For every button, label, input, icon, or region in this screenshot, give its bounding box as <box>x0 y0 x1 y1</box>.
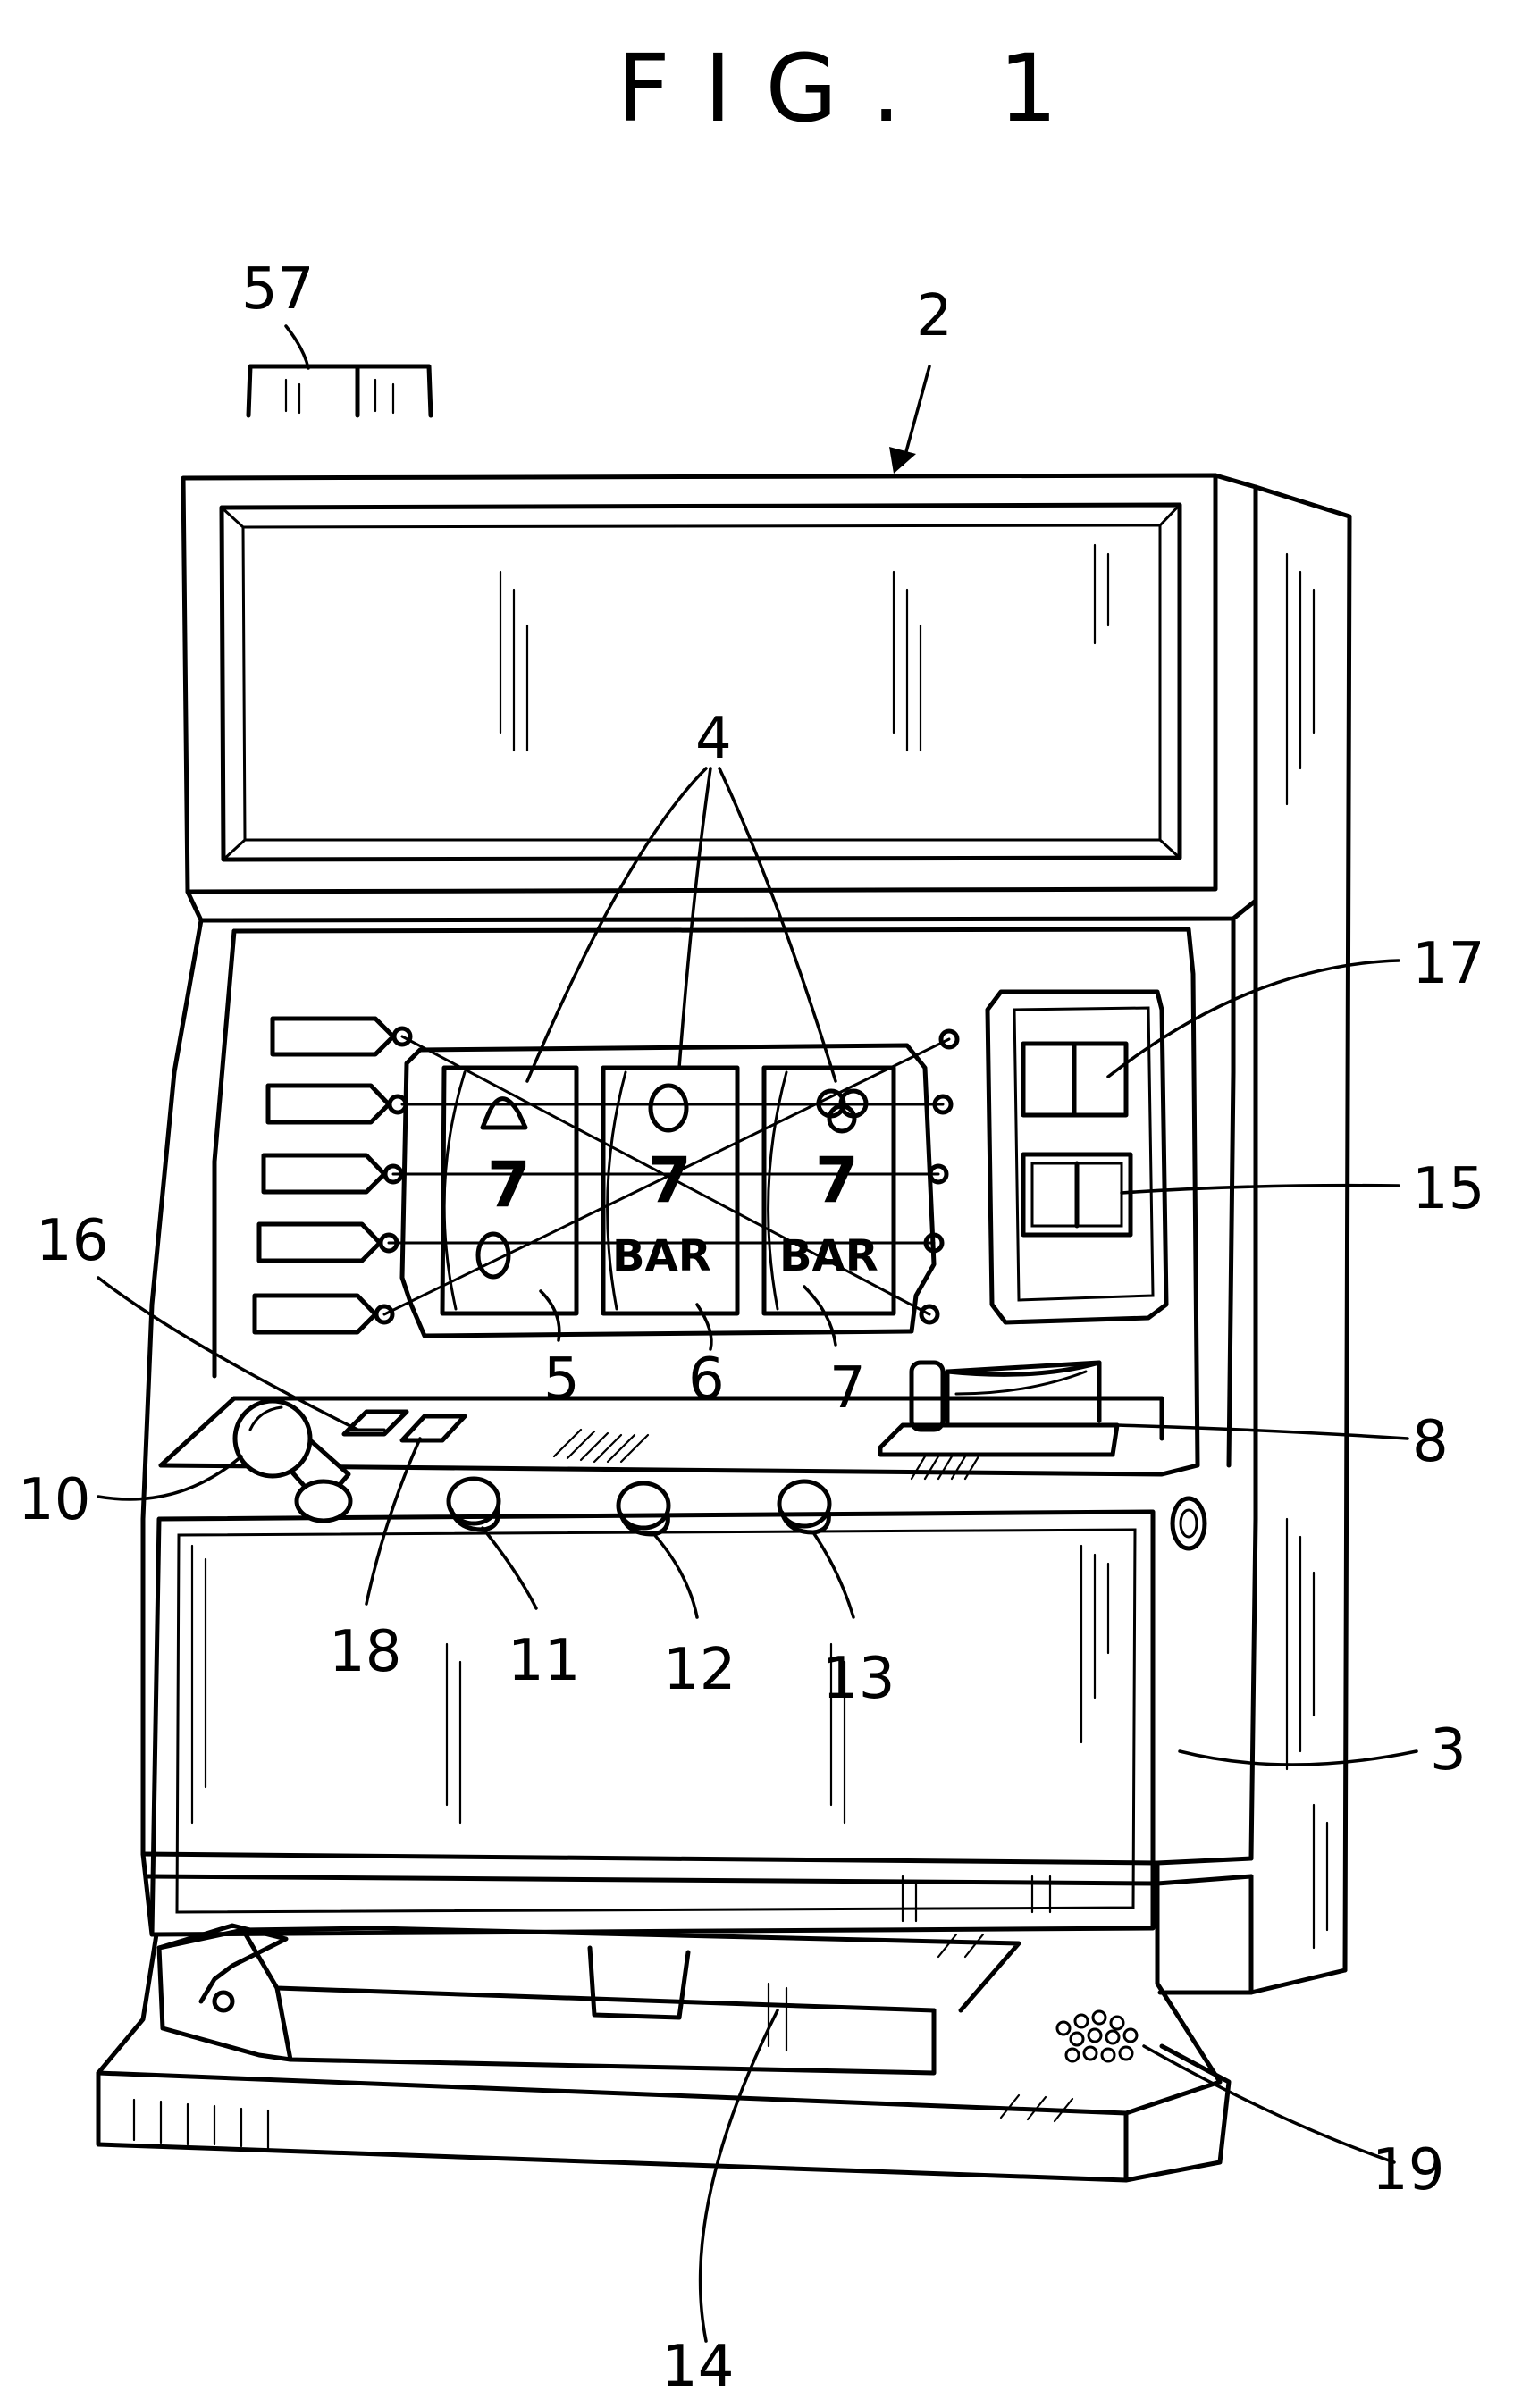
figure-title: FIG. 1 <box>617 34 1091 143</box>
top-box <box>248 366 431 415</box>
stop-button-3[interactable] <box>779 1481 829 1532</box>
reel-right-symbol-2: BAR <box>779 1231 878 1281</box>
coin-slot[interactable] <box>880 1363 1117 1455</box>
label-7: 7 <box>829 1355 866 1422</box>
stop-button-2[interactable] <box>618 1483 668 1534</box>
label-15: 15 <box>1412 1156 1484 1222</box>
label-6: 6 <box>688 1347 725 1413</box>
reel-center-symbol-1: 7 <box>648 1144 692 1217</box>
label-57: 57 <box>241 256 314 323</box>
label-3: 3 <box>1430 1717 1467 1783</box>
credit-display-panel <box>988 992 1166 1322</box>
stop-button-1[interactable] <box>449 1479 499 1530</box>
label-13: 13 <box>822 1646 895 1712</box>
label-14: 14 <box>661 2334 734 2400</box>
label-19: 19 <box>1372 2137 1444 2203</box>
label-10: 10 <box>18 1467 90 1533</box>
reel-right-symbol-1: 7 <box>815 1144 859 1217</box>
speaker-holes <box>1057 2011 1137 2061</box>
label-16: 16 <box>36 1208 108 1274</box>
label-17: 17 <box>1412 931 1484 997</box>
label-8: 8 <box>1412 1409 1449 1475</box>
label-18: 18 <box>329 1619 401 1685</box>
payline-indicators-left <box>255 1019 410 1332</box>
label-12: 12 <box>663 1637 736 1703</box>
button-16[interactable] <box>344 1412 407 1434</box>
reel-left-symbol: 7 <box>487 1148 531 1221</box>
label-4: 4 <box>695 706 732 772</box>
label-2: 2 <box>916 283 953 349</box>
label-5: 5 <box>543 1347 580 1413</box>
coin-tray <box>159 1876 1050 2073</box>
button-18[interactable] <box>402 1416 465 1440</box>
label-11: 11 <box>508 1628 580 1694</box>
reel-center-symbol-2: BAR <box>612 1231 711 1281</box>
